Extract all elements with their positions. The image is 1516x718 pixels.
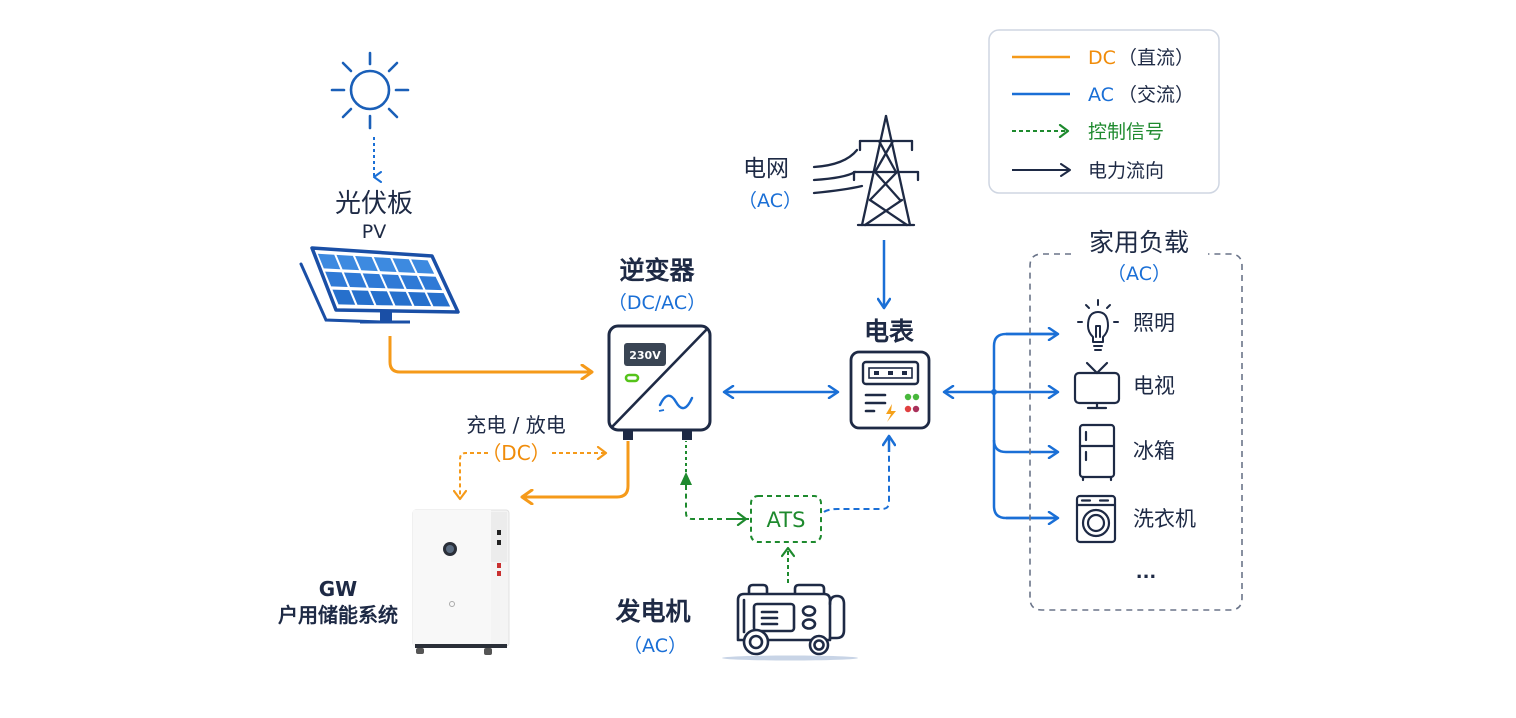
ats-to-inverter-control-line	[685, 482, 749, 520]
sun-icon	[330, 51, 410, 130]
solar-cell	[411, 259, 435, 274]
solar-cell	[343, 272, 367, 288]
legend-item-control: 控制信号	[1012, 121, 1164, 143]
charge-title: 充电 / 放电	[466, 413, 565, 437]
solar-cell	[336, 254, 360, 271]
solar-cell	[355, 255, 378, 272]
electric-meter-icon	[849, 350, 931, 430]
legend-item-ac: AC （交流）	[1012, 84, 1194, 106]
solar-cell	[332, 289, 356, 305]
battery-subtitle: 户用储能系统	[278, 603, 398, 627]
load-item-lighting: 照明	[1077, 299, 1175, 351]
solar-panel-icon	[299, 246, 460, 324]
loads-subtitle: （AC）	[1107, 263, 1171, 285]
legend: DC （直流） AC （交流） 控制信号 电力流向	[988, 29, 1220, 194]
load-label-tv: 电视	[1133, 374, 1175, 398]
load-item-tv: 电视	[1073, 361, 1175, 410]
charge-dashed-to-battery	[460, 452, 488, 499]
legend-dc-label: DC	[1088, 47, 1116, 69]
legend-box	[988, 29, 1220, 194]
solar-cell	[426, 292, 451, 307]
solar-cell	[392, 258, 416, 273]
generator-icon	[722, 583, 858, 661]
grid-title: 电网	[743, 156, 789, 182]
load-item-washer: 洗衣机	[1075, 494, 1196, 544]
solar-cell	[325, 271, 348, 287]
inverter-display: 230V	[629, 349, 661, 362]
solar-cell	[419, 275, 443, 291]
ats-label: ATS	[767, 508, 806, 532]
solar-cell	[362, 273, 386, 289]
inverter-title: 逆变器	[619, 256, 695, 285]
legend-ac-label: AC	[1088, 84, 1114, 106]
power-tower-icon	[812, 114, 920, 227]
pv-subtitle: PV	[362, 221, 386, 243]
generator-title: 发电机	[614, 597, 690, 626]
inverter-icon: 230V	[607, 324, 712, 440]
tv-icon	[1073, 361, 1121, 410]
pv-title: 光伏板	[335, 189, 413, 219]
load-label-fridge: 冰箱	[1133, 439, 1175, 463]
load-item-fridge: 冰箱	[1078, 423, 1175, 482]
ats-box	[750, 495, 822, 543]
load-distribution-lines	[991, 334, 1058, 518]
legend-item-power-flow: 电力流向	[1012, 160, 1164, 182]
pv-to-inverter-dc-line	[388, 336, 592, 372]
battery-storage-icon	[412, 509, 510, 655]
washing-machine-icon	[1075, 494, 1117, 544]
solar-cell	[373, 257, 397, 272]
fridge-icon	[1078, 423, 1116, 482]
meter-title: 电表	[864, 317, 915, 346]
solar-cell	[370, 290, 394, 306]
grid-subtitle: （AC）	[738, 190, 802, 212]
solar-cell	[400, 275, 424, 290]
charge-subtitle: （DC）	[481, 441, 550, 465]
load-label-lighting: 照明	[1133, 311, 1175, 335]
inverter-status-led	[624, 373, 640, 383]
solar-cell	[317, 253, 341, 270]
ats-to-meter-ac-line	[823, 444, 890, 513]
legend-item-dc: DC （直流）	[1012, 47, 1194, 69]
solar-cell	[389, 291, 413, 306]
load-label-washer: 洗衣机	[1133, 507, 1196, 531]
loads-title: 家用负载	[1089, 228, 1189, 257]
inverter-to-battery-dc-line	[522, 441, 630, 497]
legend-ac-sub: （交流）	[1118, 84, 1194, 106]
legend-control-label: 控制信号	[1088, 121, 1164, 143]
legend-power-flow-label: 电力流向	[1088, 160, 1164, 182]
light-bulb-icon	[1077, 299, 1119, 351]
inverter-subtitle: （DC/AC）	[608, 292, 706, 314]
loads-group-border	[1029, 253, 1243, 611]
solar-cell	[351, 290, 375, 306]
battery-title: GW	[319, 577, 357, 601]
legend-dc-sub: （直流）	[1118, 47, 1194, 69]
generator-subtitle: （AC）	[623, 635, 687, 657]
loads-more: ...	[1136, 562, 1157, 583]
solar-cell	[408, 291, 432, 307]
solar-cell	[381, 274, 405, 289]
